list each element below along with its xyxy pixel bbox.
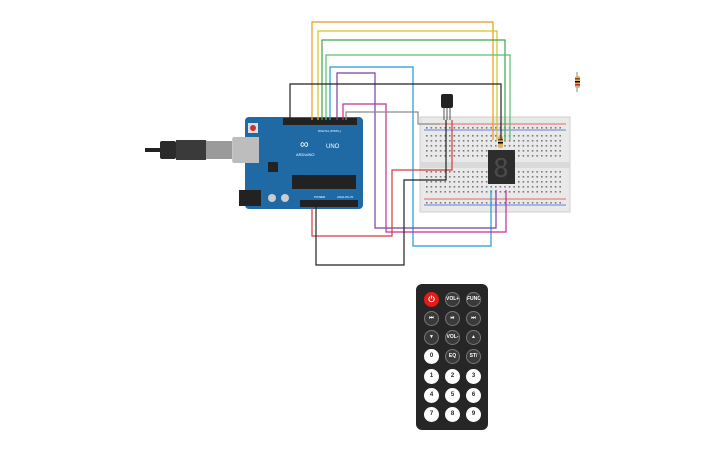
- remote-button-5[interactable]: ⏭: [466, 311, 481, 326]
- arduino-power-label: POWER: [314, 195, 326, 199]
- remote-button-8[interactable]: ▲: [466, 330, 481, 345]
- wire-lightgreen: [325, 54, 511, 140]
- remote-button-14[interactable]: 3: [466, 369, 481, 384]
- arduino-uno-board[interactable]: ∞ ARDUINO UNO DIGITAL (PWM~) POWER ANALO…: [233, 117, 363, 209]
- remote-button-4[interactable]: ⏯: [445, 311, 460, 326]
- arduino-logo: ∞: [300, 137, 309, 151]
- breadboard-holes: [426, 127, 561, 204]
- display-digit: 8: [493, 154, 509, 184]
- remote-button-7[interactable]: VOL-: [445, 330, 460, 345]
- remote-button-10[interactable]: EQ: [445, 349, 460, 364]
- seven-segment-display[interactable]: 8: [488, 150, 515, 184]
- arduino-brand: ARDUINO: [296, 152, 314, 157]
- wire-purple: [336, 72, 497, 229]
- wire-red: [311, 120, 453, 237]
- remote-button-13[interactable]: 2: [445, 369, 460, 384]
- remote-button-17[interactable]: 6: [466, 388, 481, 403]
- remote-button-20[interactable]: 9: [466, 407, 481, 422]
- wire-yellow: [317, 30, 498, 140]
- resistor[interactable]: [575, 72, 580, 92]
- remote-button-16[interactable]: 5: [445, 388, 460, 403]
- wire-blue: [329, 66, 492, 247]
- remote-button-1[interactable]: VOL+: [445, 292, 460, 307]
- wire-black-bottom: [315, 120, 447, 266]
- remote-button-11[interactable]: ST/ REPT: [466, 349, 481, 364]
- arduino-digital-label: DIGITAL (PWM~): [318, 129, 341, 133]
- remote-button-0[interactable]: ⏻: [424, 292, 439, 307]
- wire-black-top: [289, 83, 502, 140]
- wire-gray: [345, 111, 440, 125]
- arduino-analog-label: ANALOG IN: [337, 195, 353, 199]
- remote-button-9[interactable]: 0: [424, 349, 439, 364]
- wires[interactable]: [289, 21, 511, 266]
- wire-magenta: [342, 103, 507, 233]
- remote-button-6[interactable]: ▼: [424, 330, 439, 345]
- remote-button-3[interactable]: ⏮: [424, 311, 439, 326]
- arduino-model: UNO: [326, 144, 340, 150]
- wire-orange: [311, 21, 494, 140]
- wire-green: [321, 39, 506, 140]
- ir-remote-control: ⏻ VOL+ FUNC/ STOP ⏮ ⏯ ⏭ ▼ VOL- ▲ 0 EQ ST/ REPT 123 45…: [416, 284, 488, 430]
- remote-button-18[interactable]: 7: [424, 407, 439, 422]
- remote-button-15[interactable]: 4: [424, 388, 439, 403]
- ir-receiver[interactable]: [441, 94, 453, 120]
- remote-button-12[interactable]: 1: [424, 369, 439, 384]
- remote-button-2[interactable]: FUNC/ STOP: [466, 292, 481, 307]
- remote-button-19[interactable]: 8: [445, 407, 460, 422]
